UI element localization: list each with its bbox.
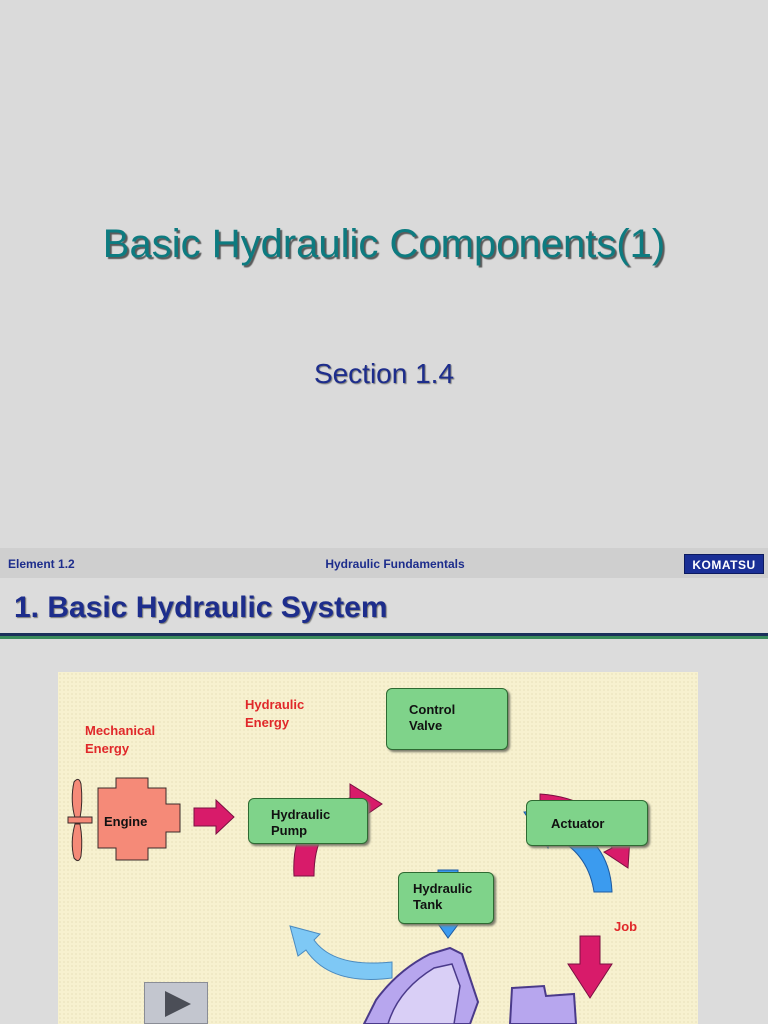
slide-header-bar: Element 1.2 Hydraulic Fundamentals	[0, 548, 768, 578]
hydraulic-pump-label-line2: Pump	[271, 823, 308, 838]
hydraulic-energy-label-line1: Hydraulic	[245, 697, 305, 712]
heading-rule-green	[0, 636, 768, 639]
header-element-label: Element 1.2	[8, 557, 75, 571]
engine-shape	[97, 777, 181, 861]
heading-rule-dark	[0, 633, 768, 636]
control-valve-label-line2: Valve	[409, 718, 443, 733]
hydraulic-pump-node: Hydraulic Pump	[248, 798, 368, 844]
hydraulic-tank-label-line1: Hydraulic	[413, 881, 473, 896]
diagram-graphics	[67, 777, 631, 1024]
slide-subtitle: Section 1.4	[313, 358, 455, 389]
propeller-icon	[67, 778, 93, 862]
engine-label: Engine	[104, 814, 148, 829]
excavator-machine	[362, 946, 578, 1024]
play-button[interactable]	[144, 982, 208, 1024]
tank-to-pump-arrow	[289, 925, 393, 980]
mechanical-energy-label-line2: Energy	[85, 741, 130, 756]
actuator-to-job-arrow	[567, 935, 613, 999]
control-valve-label-line1: Control	[409, 702, 456, 717]
mechanical-energy-label-line1: Mechanical	[85, 723, 156, 738]
header-course-title: Hydraulic Fundamentals	[325, 557, 465, 571]
mechanical-energy-label: Mechanical Energy	[85, 722, 155, 758]
hydraulic-energy-label: Hydraulic Energy	[245, 696, 304, 732]
job-label: Job	[614, 919, 638, 934]
hydraulic-system-diagram: Mechanical Energy Hydraulic Energy Job E…	[58, 672, 698, 1024]
title-slide: Basic Hydraulic Components(1) Section 1.…	[102, 222, 666, 389]
actuator-label: Actuator	[551, 816, 605, 831]
content-slide: 1. Basic Hydraulic System	[0, 578, 768, 1024]
play-icon	[165, 991, 191, 1017]
actuator-node: Actuator	[526, 800, 648, 846]
hydraulic-tank-label-line2: Tank	[413, 897, 443, 912]
control-valve-node: Control Valve	[386, 688, 508, 750]
slide-main-title: Basic Hydraulic Components(1)	[102, 222, 666, 266]
hydraulic-energy-label-line2: Energy	[245, 715, 290, 730]
section-heading: 1. Basic Hydraulic System	[14, 591, 388, 624]
hydraulic-tank-node: Hydraulic Tank	[398, 872, 494, 924]
komatsu-logo: KOMATSU	[684, 554, 764, 574]
engine-to-pump-arrow	[193, 798, 235, 836]
hydraulic-pump-label-line1: Hydraulic	[271, 807, 331, 822]
